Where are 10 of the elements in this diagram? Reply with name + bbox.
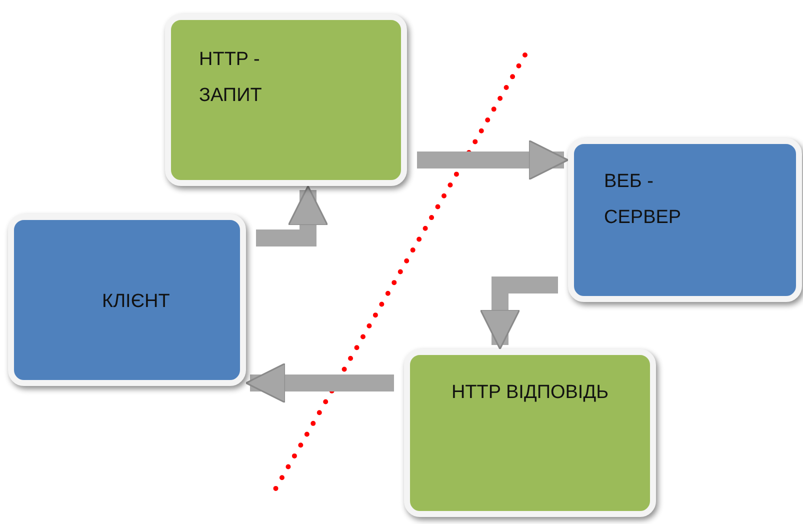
block-arrow (245, 362, 394, 404)
process-box (8, 214, 246, 386)
process-box (165, 14, 407, 186)
box-label: HTTP - ЗАПИТ (199, 48, 263, 108)
box-label: ВЕБ - СЕРВЕР (604, 170, 682, 230)
process-box (568, 138, 802, 302)
block-arrow (417, 140, 569, 180)
box-label: HTTP ВІДПОВІДЬ (450, 381, 610, 405)
process-box (404, 349, 656, 517)
box-label: КЛІЄНТ (102, 290, 171, 314)
